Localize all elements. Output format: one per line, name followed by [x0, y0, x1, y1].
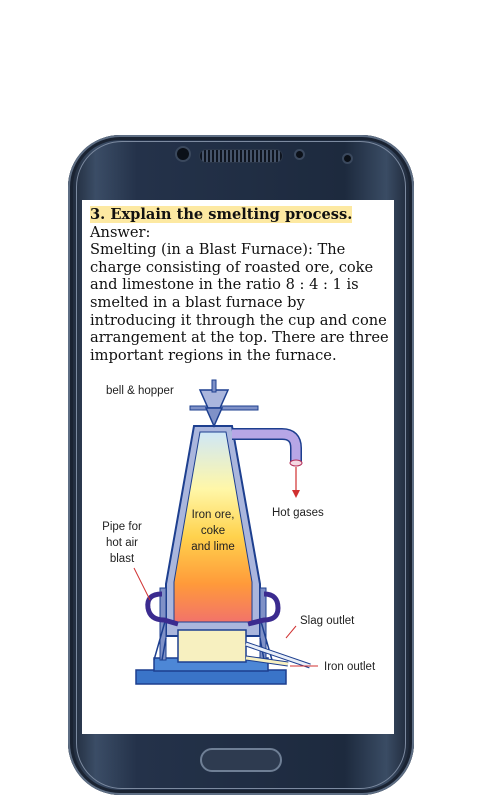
rear-sensor [344, 155, 351, 162]
proximity-sensor [296, 151, 303, 158]
slag-outlet-inner [245, 642, 311, 668]
question-heading: 3. Explain the smelting process. [90, 206, 353, 223]
left-pillar [159, 587, 167, 661]
label-charge-1: Iron ore, [192, 509, 235, 521]
label-slag-outlet: Slag outlet [300, 615, 355, 627]
left-pillar-brace [153, 617, 167, 661]
bell [204, 407, 224, 428]
top-crossbar [189, 405, 259, 411]
answer-label: Answer: [90, 223, 151, 241]
hot-air-pipe-right [247, 591, 281, 627]
hopper [198, 389, 230, 409]
label-charge-3: and lime [191, 541, 234, 553]
exhaust-pipe-inner [232, 429, 301, 462]
furnace-base-lower [135, 669, 287, 685]
phone-screen[interactable]: 3. Explain the smelting process. Answer:… [82, 200, 394, 734]
hot-air-pipe [145, 591, 179, 627]
label-pipe-2: hot air [106, 537, 138, 549]
answer-content: 3. Explain the smelting process. Answer:… [90, 206, 390, 364]
front-camera [177, 148, 189, 160]
hopper-rod [211, 379, 217, 393]
slag-pointer [285, 625, 297, 639]
label-hot-gases: Hot gases [272, 507, 324, 519]
hot-gas-arrowhead [292, 490, 300, 498]
phone-rim [76, 141, 406, 789]
label-iron-outlet: Iron outlet [324, 661, 376, 673]
iron-outlet-inner [245, 656, 289, 666]
label-bell-hopper: bell & hopper [106, 385, 174, 397]
home-button[interactable] [200, 748, 282, 772]
label-pipe-3: blast [110, 553, 135, 565]
phone-speaker [200, 150, 282, 162]
furnace-hearth [177, 629, 247, 663]
pipe-pointer [133, 567, 151, 601]
blast-furnace-diagram: bell & hopper Hot gases Iron ore, coke a… [102, 379, 376, 685]
label-charge-2: coke [201, 525, 225, 537]
exhaust-mouth [289, 459, 303, 467]
answer-paragraph: Smelting (in a Blast Furnace): The charg… [90, 241, 389, 364]
label-pipe-1: Pipe for [102, 521, 142, 533]
